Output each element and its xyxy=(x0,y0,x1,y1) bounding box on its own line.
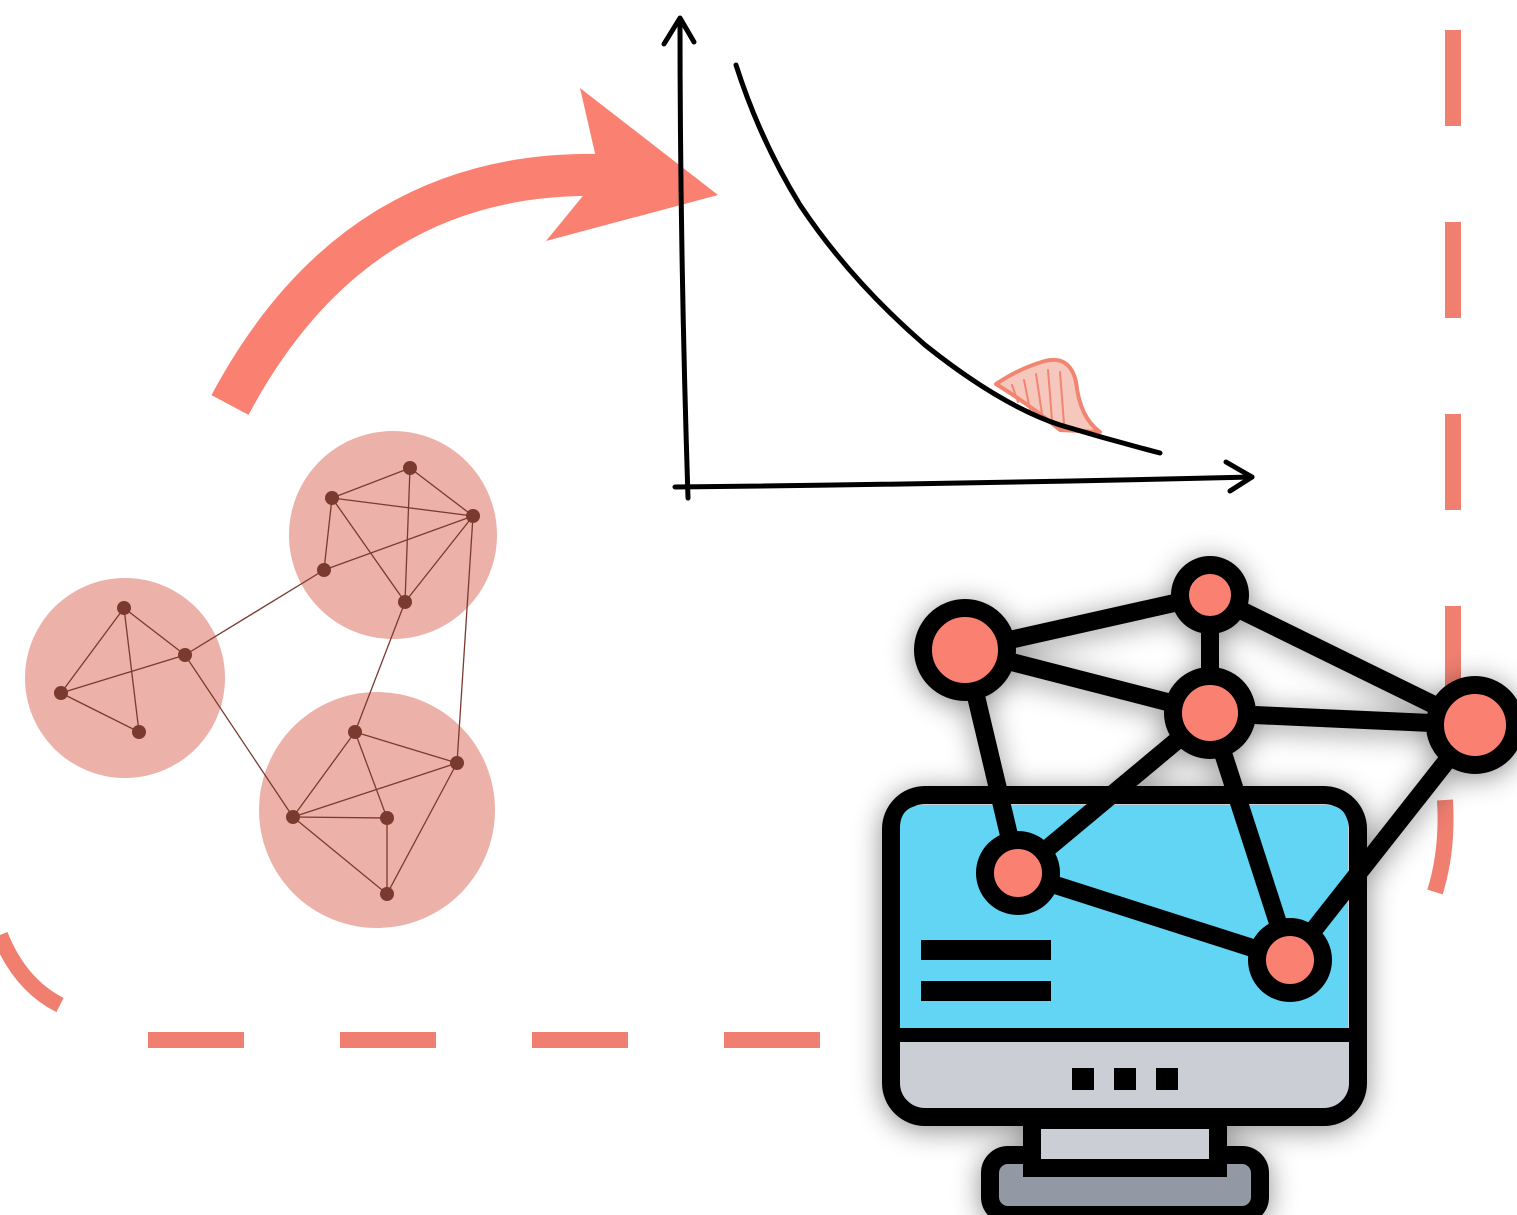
edge xyxy=(292,731,356,818)
graph-node xyxy=(380,887,394,901)
arrow-shaft xyxy=(211,153,601,415)
loop-corner-right xyxy=(1427,799,1454,895)
edge xyxy=(354,731,458,764)
edge xyxy=(292,816,388,895)
community-bottom xyxy=(259,692,495,928)
icon-node xyxy=(1426,676,1517,774)
loop-corner-left xyxy=(0,931,64,1013)
edge xyxy=(331,497,406,603)
network-edges xyxy=(60,467,474,895)
monitor-indicator-dot xyxy=(1114,1068,1136,1090)
bridge-edge xyxy=(456,515,474,764)
icon-node xyxy=(914,599,1016,701)
community-network xyxy=(25,431,497,928)
monitor-stand-neck xyxy=(1023,1111,1227,1177)
edge xyxy=(60,692,140,733)
edge xyxy=(386,762,458,895)
decay-plot-icon xyxy=(661,15,1255,501)
icon-node xyxy=(1248,918,1332,1002)
edge xyxy=(60,607,125,694)
graph-node xyxy=(466,509,480,523)
screen-text-line xyxy=(921,940,1051,960)
icon-node xyxy=(976,831,1060,915)
edge xyxy=(123,607,140,733)
plot-x-arrowhead xyxy=(1223,459,1255,494)
graph-node xyxy=(54,686,68,700)
icon-network-nodes xyxy=(914,556,1517,1002)
graph-node xyxy=(117,601,131,615)
network-nodes xyxy=(54,461,480,901)
screen-text-line xyxy=(921,981,1051,1001)
edge xyxy=(404,515,474,603)
edge xyxy=(331,497,474,517)
computer-network-icon xyxy=(882,556,1517,1215)
graph-node xyxy=(325,491,339,505)
graph-node xyxy=(178,648,192,662)
graph-node xyxy=(317,563,331,577)
curved-arrow-icon xyxy=(211,88,718,415)
edge xyxy=(123,607,186,656)
edge xyxy=(409,467,474,517)
graph-node xyxy=(286,810,300,824)
feedback-loop xyxy=(0,30,1461,1048)
community-left xyxy=(25,578,225,778)
edge xyxy=(292,816,388,819)
edge xyxy=(60,654,186,694)
graph-node xyxy=(450,756,464,770)
monitor-indicator-dot xyxy=(1156,1068,1178,1090)
bridge-edge xyxy=(184,569,325,656)
edge xyxy=(404,467,411,603)
graph-node xyxy=(348,725,362,739)
plot-decay-curve xyxy=(733,62,1163,456)
plot-y-arrowhead xyxy=(661,15,697,47)
edge xyxy=(354,731,388,819)
arrow-head xyxy=(546,88,718,241)
monitor-indicator-dot xyxy=(1072,1068,1094,1090)
community-top xyxy=(289,431,497,639)
graph-node xyxy=(403,461,417,475)
plot-x-axis xyxy=(672,474,1255,490)
plot-bump xyxy=(994,358,1102,434)
edge xyxy=(331,467,411,499)
graph-node xyxy=(380,811,394,825)
edge xyxy=(323,515,474,571)
icon-node xyxy=(1171,556,1249,634)
edge xyxy=(323,497,333,571)
graph-node xyxy=(132,725,146,739)
bridge-edge xyxy=(184,654,294,818)
icon-node xyxy=(1164,667,1256,759)
edge xyxy=(292,762,458,818)
bridge-edge xyxy=(354,601,406,733)
graph-node xyxy=(398,595,412,609)
plot-y-axis xyxy=(677,17,691,501)
